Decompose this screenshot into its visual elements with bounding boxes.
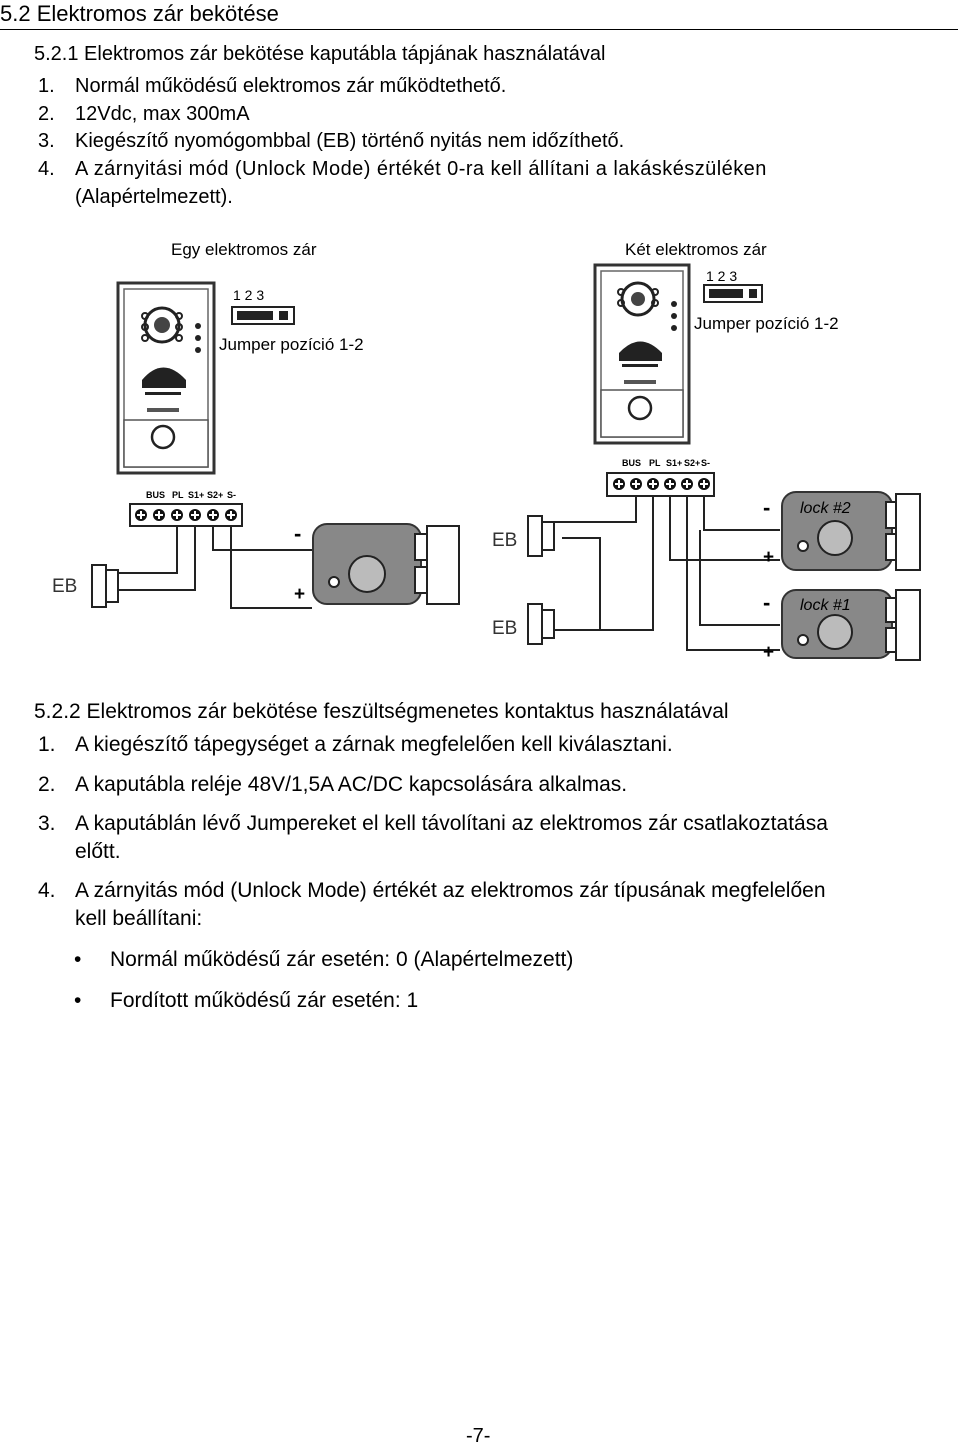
list-text: A zárnyitási mód (Unlock Mode) értékét 0… [75, 158, 767, 180]
bullet-text: Normál működésű zár esetén: 0 (Alapértel… [110, 948, 574, 971]
list-item: 3. A kaputáblán lévő Jumpereket el kell t… [38, 812, 828, 836]
list-number: 1. [38, 75, 55, 97]
list-text: A kaputáblán lévő Jumpereket el kell táv… [75, 812, 828, 835]
jumper-digits: 1 2 3 [233, 287, 264, 303]
lock-2-label: lock #2 [800, 500, 851, 517]
terminal-label: S2+ [207, 490, 223, 500]
eb-label: EB [492, 618, 517, 639]
terminal-label: PL [172, 490, 184, 500]
electric-lock-1: lock #1 [781, 589, 921, 661]
list-number: 1. [38, 733, 56, 756]
wiring-diagram: Egy elektromos zár Két elektromos zár 1 … [52, 240, 921, 663]
list-item-continuation: előtt. [75, 840, 121, 863]
jumper-digits: 1 2 3 [706, 268, 737, 284]
terminal-label: S- [701, 458, 710, 468]
wires-left [106, 526, 312, 609]
exit-button-left: EB [52, 564, 119, 608]
list-item: 1. Normál működésű elektromos zár működte… [38, 74, 506, 98]
terminal-label: BUS [622, 458, 641, 468]
list-item: 2. 12Vdc, max 300mA [38, 102, 250, 126]
section-title-5-2-2: 5.2.2 Elektromos zár bekötése feszültség… [34, 700, 729, 723]
terminal-block-right: BUS PL S1+ S2+ S- [606, 458, 715, 497]
terminal-label: S2+ [684, 458, 700, 468]
plus-sign: + [294, 584, 305, 605]
plus-sign: + [763, 642, 774, 663]
terminal-label: S1+ [188, 490, 204, 500]
door-station-left [116, 281, 216, 475]
list-text: A kiegészítő tápegységet a zárnak megfel… [75, 733, 673, 756]
terminal-label: BUS [146, 490, 165, 500]
list-number: 2. [38, 103, 55, 125]
jumper-label-left: Jumper pozíció 1-2 [219, 335, 364, 354]
list-text: A kaputábla reléje 48V/1,5A AC/DC kapcso… [75, 773, 628, 796]
list-item: 4. A zárnyitás mód (Unlock Mode) értékét … [38, 879, 826, 903]
terminal-label: S1+ [666, 458, 682, 468]
electric-lock-left [312, 523, 460, 605]
right-diagram-title: Két elektromos zár [625, 240, 767, 259]
page-heading: 5.2 Elektromos zár bekötése [0, 0, 958, 30]
eb-label: EB [492, 530, 517, 551]
bullet-dot: • [74, 989, 82, 1012]
jumper-right: 1 2 3 [703, 268, 763, 303]
page-number: -7- [466, 1425, 491, 1447]
wires-right [541, 496, 780, 651]
list-number: 3. [38, 130, 55, 152]
bullet-item: • Fordított működésű zár esetén: 1 [74, 989, 418, 1013]
jumper-left: 1 2 3 [231, 287, 295, 325]
list-item-continuation: kell beállítani: [75, 907, 203, 930]
electric-lock-2: lock #2 [781, 491, 921, 571]
list-number: 3. [38, 812, 56, 835]
lock-1-label: lock #1 [800, 597, 851, 614]
list-item-continuation: (Alapértelmezett). [75, 186, 233, 208]
list-number: 4. [38, 158, 55, 180]
list-number: 2. [38, 773, 56, 796]
minus-sign: - [763, 495, 770, 520]
list-item: 4. A zárnyitási mód (Unlock Mode) értékét… [38, 157, 960, 181]
exit-button-right-bottom: EB [492, 603, 555, 645]
minus-sign: - [294, 521, 301, 546]
list-text: Kiegészítő nyomógombbal (EB) történő nyi… [75, 130, 625, 152]
bullet-text: Fordított működésű zár esetén: 1 [110, 989, 419, 1012]
jumper-label-right: Jumper pozíció 1-2 [694, 314, 839, 333]
bullet-item: • Normál működésű zár esetén: 0 (Alapérte… [74, 948, 573, 972]
list-item: 1. A kiegészítő tápegységet a zárnak megf… [38, 733, 673, 757]
exit-button-right-top: EB [492, 515, 555, 557]
list-item: 3. Kiegészítő nyomógombbal (EB) történő n… [38, 129, 624, 153]
list-number: 4. [38, 879, 56, 902]
door-station-right [593, 263, 691, 445]
list-text: A zárnyitás mód (Unlock Mode) értékét az… [75, 879, 826, 902]
minus-sign: - [763, 590, 770, 615]
list-text: 12Vdc, max 300mA [75, 103, 250, 125]
section-title-5-2-1: 5.2.1 Elektromos zár bekötése kaputábla … [34, 43, 606, 65]
terminal-block-left: BUS PL S1+ S2+ S- [129, 490, 243, 527]
left-diagram-title: Egy elektromos zár [171, 240, 317, 259]
list-text: Normál működésű elektromos zár működteth… [75, 75, 507, 97]
terminal-label: PL [649, 458, 661, 468]
bullet-dot: • [74, 948, 82, 971]
eb-label: EB [52, 576, 77, 597]
list-item: 2. A kaputábla reléje 48V/1,5A AC/DC kapc… [38, 773, 627, 797]
terminal-label: S- [227, 490, 236, 500]
plus-sign: + [763, 547, 774, 568]
